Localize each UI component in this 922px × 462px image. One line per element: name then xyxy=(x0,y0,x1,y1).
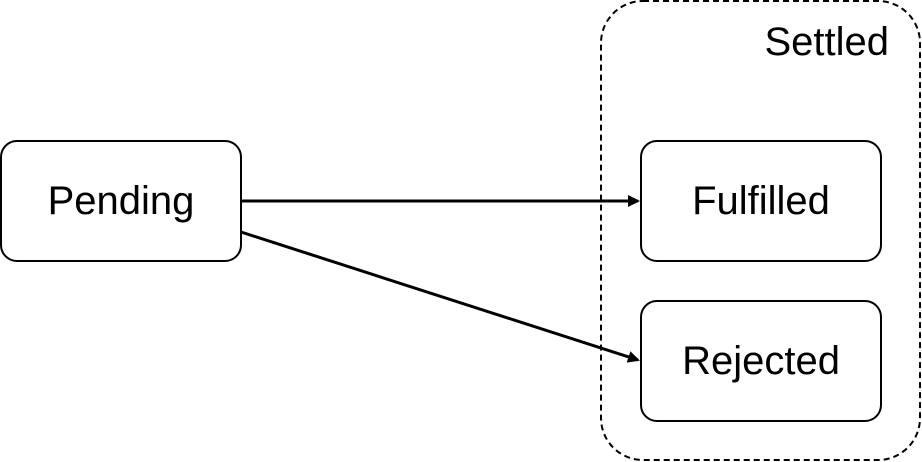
node-fulfilled: Fulfilled xyxy=(640,140,882,262)
node-pending-label: Pending xyxy=(48,179,195,223)
node-rejected-label: Rejected xyxy=(682,339,840,383)
settled-group: Settled xyxy=(600,0,921,461)
settled-group-label: Settled xyxy=(764,20,889,64)
node-fulfilled-label: Fulfilled xyxy=(692,179,830,223)
node-fulfilled-box xyxy=(640,140,882,262)
settled-group-border xyxy=(600,0,921,461)
node-rejected: Rejected xyxy=(640,300,882,422)
edges xyxy=(240,195,640,363)
node-pending-box xyxy=(0,140,242,262)
node-rejected-box xyxy=(640,300,882,422)
node-pending: Pending xyxy=(0,140,242,262)
edge-pending-to-rejected xyxy=(240,230,640,363)
